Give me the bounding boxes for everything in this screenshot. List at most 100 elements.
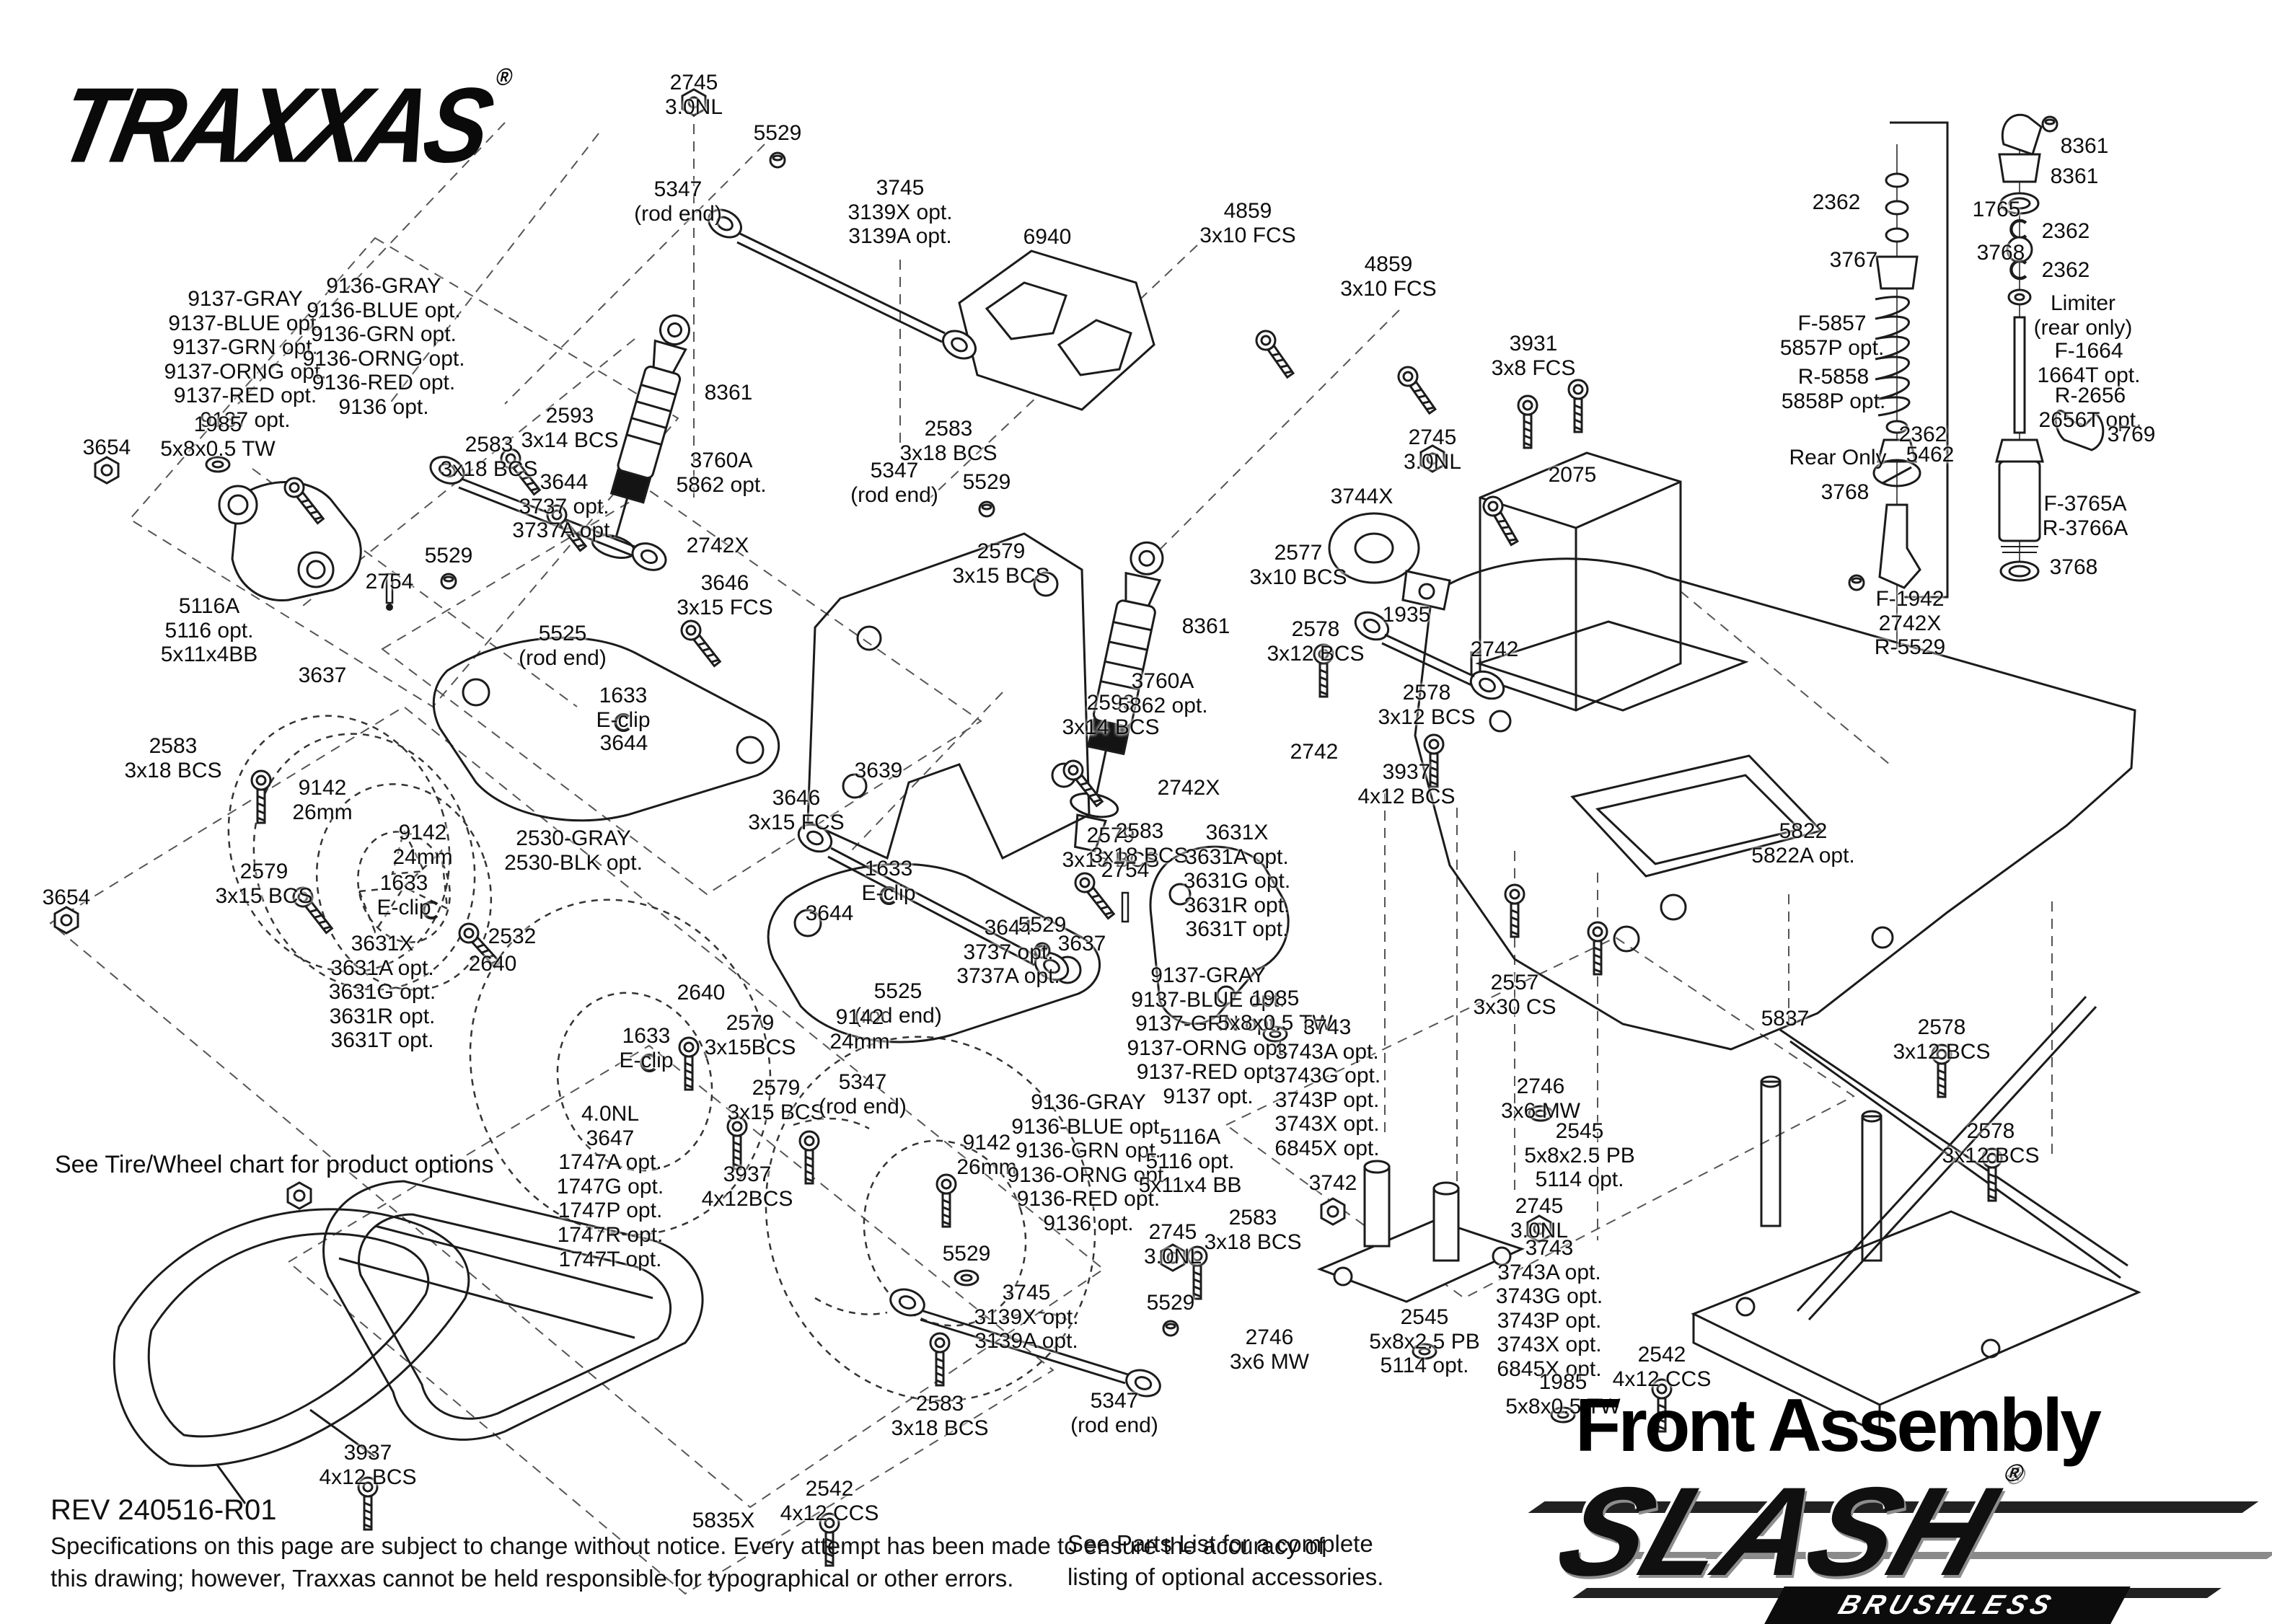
- part-label: 2754: [1101, 858, 1150, 882]
- brushless-banner: BRUSHLESS: [1764, 1587, 2131, 1624]
- part-label: 5462: [1906, 443, 1955, 467]
- steering-bellcrank: [1316, 1160, 1525, 1303]
- part-label: Rear Only: [1789, 446, 1887, 469]
- part-label: 2577 3x10 BCS: [1249, 541, 1347, 589]
- part-label: Limiter (rear only): [2033, 291, 2133, 340]
- part-label: 3769: [2107, 423, 2156, 446]
- shock-absorber-front: [591, 314, 690, 559]
- part-label: 2583 3x18 BCS: [1091, 819, 1189, 868]
- part-label: F-1942 2742X R-5529: [1874, 587, 1946, 660]
- part-label: 9142 24mm: [392, 821, 453, 869]
- part-label: 3768: [1976, 241, 2025, 265]
- part-label: 2578 3x12 BCS: [1942, 1119, 2040, 1168]
- part-label: 5529: [942, 1242, 991, 1266]
- part-label: 5529: [1146, 1291, 1195, 1315]
- part-label: 5529: [962, 470, 1011, 494]
- part-label: 2362: [1812, 190, 1861, 214]
- steering-knuckle: [218, 481, 362, 601]
- part-label: 3646 3x15 FCS: [748, 786, 845, 834]
- part-label: R-5858 5858P opt.: [1781, 365, 1886, 413]
- part-label: 2746 3x6 MW: [1500, 1074, 1581, 1123]
- brushless-text: BRUSHLESS: [1835, 1589, 2061, 1620]
- chassis: [1414, 557, 2136, 1051]
- part-label: 2362: [2041, 219, 2090, 243]
- part-label: R-2656 2656T opt.: [2038, 384, 2142, 432]
- part-label: 5116A 5116 opt. 5x11x4 BB: [1138, 1125, 1242, 1198]
- part-label: See Tire/Wheel chart for product options: [55, 1151, 494, 1178]
- disclaimer-text: Specifications on this page are subject …: [50, 1532, 1325, 1592]
- revision-number: REV 240516-R01: [50, 1494, 277, 1526]
- part-label: 9142 26mm: [292, 776, 353, 824]
- traxxas-wordmark: TRAXXAS: [48, 66, 499, 185]
- part-label: 9137-GRAY 9137-BLUE opt. 9137-GRN opt. 9…: [1127, 963, 1290, 1108]
- part-label: 1633 E-clip: [861, 857, 916, 905]
- part-label: 3639: [854, 759, 903, 782]
- part-label: 1985 5x8x0.5 TW: [160, 412, 276, 461]
- part-label: 1633 E-clip: [596, 684, 651, 732]
- part-label: 2362: [1898, 423, 1947, 446]
- part-label: 2530-GRAY 2530-BLK opt.: [504, 826, 643, 875]
- part-label: 3768: [2049, 555, 2098, 579]
- part-label: 5116A 5116 opt. 5x11x4BB: [160, 594, 258, 667]
- part-label: 9142 24mm: [829, 1005, 890, 1054]
- servo-saver: [1328, 512, 1451, 611]
- part-label: 1633 E-clip: [377, 871, 431, 919]
- part-label: 3760A 5862 opt.: [676, 449, 767, 497]
- part-label: 2640: [468, 952, 517, 976]
- front-bumper: [113, 1208, 470, 1504]
- chassis-brace: [1691, 995, 2141, 1436]
- part-label: 5347 (rod end): [1070, 1389, 1158, 1437]
- part-label: 3654: [82, 436, 131, 459]
- part-label: 6940: [1023, 225, 1072, 249]
- skid-plate: [322, 1180, 704, 1441]
- part-label: 2583 3x18 BCS: [124, 734, 222, 782]
- part-label: 2745 3.0NL: [1403, 425, 1462, 474]
- caster-block: [1149, 845, 1290, 1025]
- part-label: 8361: [2050, 164, 2099, 188]
- part-label: 5822 5822A opt.: [1751, 819, 1855, 868]
- part-label: F-3765A R-3766A: [2042, 492, 2128, 540]
- part-label: 2579 3x15BCS: [704, 1011, 796, 1059]
- part-label: 1633 E-clip: [619, 1024, 674, 1072]
- part-label: 3637: [1057, 932, 1106, 956]
- part-label: 3937 4x12BCS: [701, 1162, 793, 1211]
- part-label: 3631X 3631A opt. 3631G opt. 3631R opt. 3…: [1183, 821, 1291, 942]
- part-label: 2745 3.0NL: [1143, 1220, 1202, 1268]
- part-label: 2545 5x8x2.5 PB 5114 opt.: [1524, 1119, 1635, 1192]
- part-label: 3760A 5862 opt.: [1117, 669, 1208, 718]
- part-label: 3742: [1308, 1171, 1357, 1195]
- part-label: 5525 (rod end): [854, 979, 942, 1028]
- shock-absorber-center: [1070, 541, 1164, 852]
- page-title: Front Assembly: [1575, 1384, 2102, 1468]
- shock-detail-columns: [1848, 113, 2105, 649]
- part-label: 2578 3x12 BCS: [1378, 681, 1476, 729]
- part-label: 1935: [1382, 603, 1431, 627]
- slash-text: SLASH: [1542, 1462, 2009, 1602]
- hardware-fasteners: [53, 88, 2003, 1567]
- part-label: 2579 3x15 BCS: [1062, 824, 1160, 872]
- part-label: 3745 3139X opt. 3139A opt.: [974, 1281, 1079, 1354]
- part-label: 2579 3x15 BCS: [727, 1076, 825, 1124]
- parts-list-note: See Parts List for a complete listing of…: [1067, 1530, 1384, 1591]
- turnbuckle-links: [425, 203, 1510, 1402]
- part-label: 5529: [1018, 913, 1067, 937]
- part-label: 3644 3737 opt. 3737A opt.: [512, 470, 616, 543]
- part-label: 2542 4x12 CCS: [780, 1477, 879, 1525]
- part-label: 2742: [1290, 740, 1339, 764]
- part-label: 2532: [488, 924, 537, 948]
- part-label: F-1664 1664T opt.: [2037, 339, 2141, 387]
- part-label: 2640: [677, 981, 726, 1005]
- wheel-tire-group: [227, 715, 1096, 1402]
- part-label: 4.0NL 3647 1747A opt. 1747G opt. 1747P o…: [556, 1102, 664, 1271]
- part-label: 3644: [599, 731, 648, 755]
- part-label: 5835X: [692, 1509, 755, 1532]
- part-label: 2583 3x18 BCS: [899, 417, 998, 465]
- part-label: 3743 3743A opt. 3743G opt. 3743P opt. 37…: [1495, 1236, 1603, 1381]
- part-label: 5529: [753, 121, 802, 145]
- part-label: 2583 3x18 BCS: [440, 433, 538, 481]
- part-label: 2579 3x15 BCS: [952, 539, 1050, 588]
- part-label: 5347 (rod end): [634, 177, 722, 226]
- part-label: 9137-GRAY 9137-BLUE opt. 9137-GRN opt. 9…: [164, 287, 327, 432]
